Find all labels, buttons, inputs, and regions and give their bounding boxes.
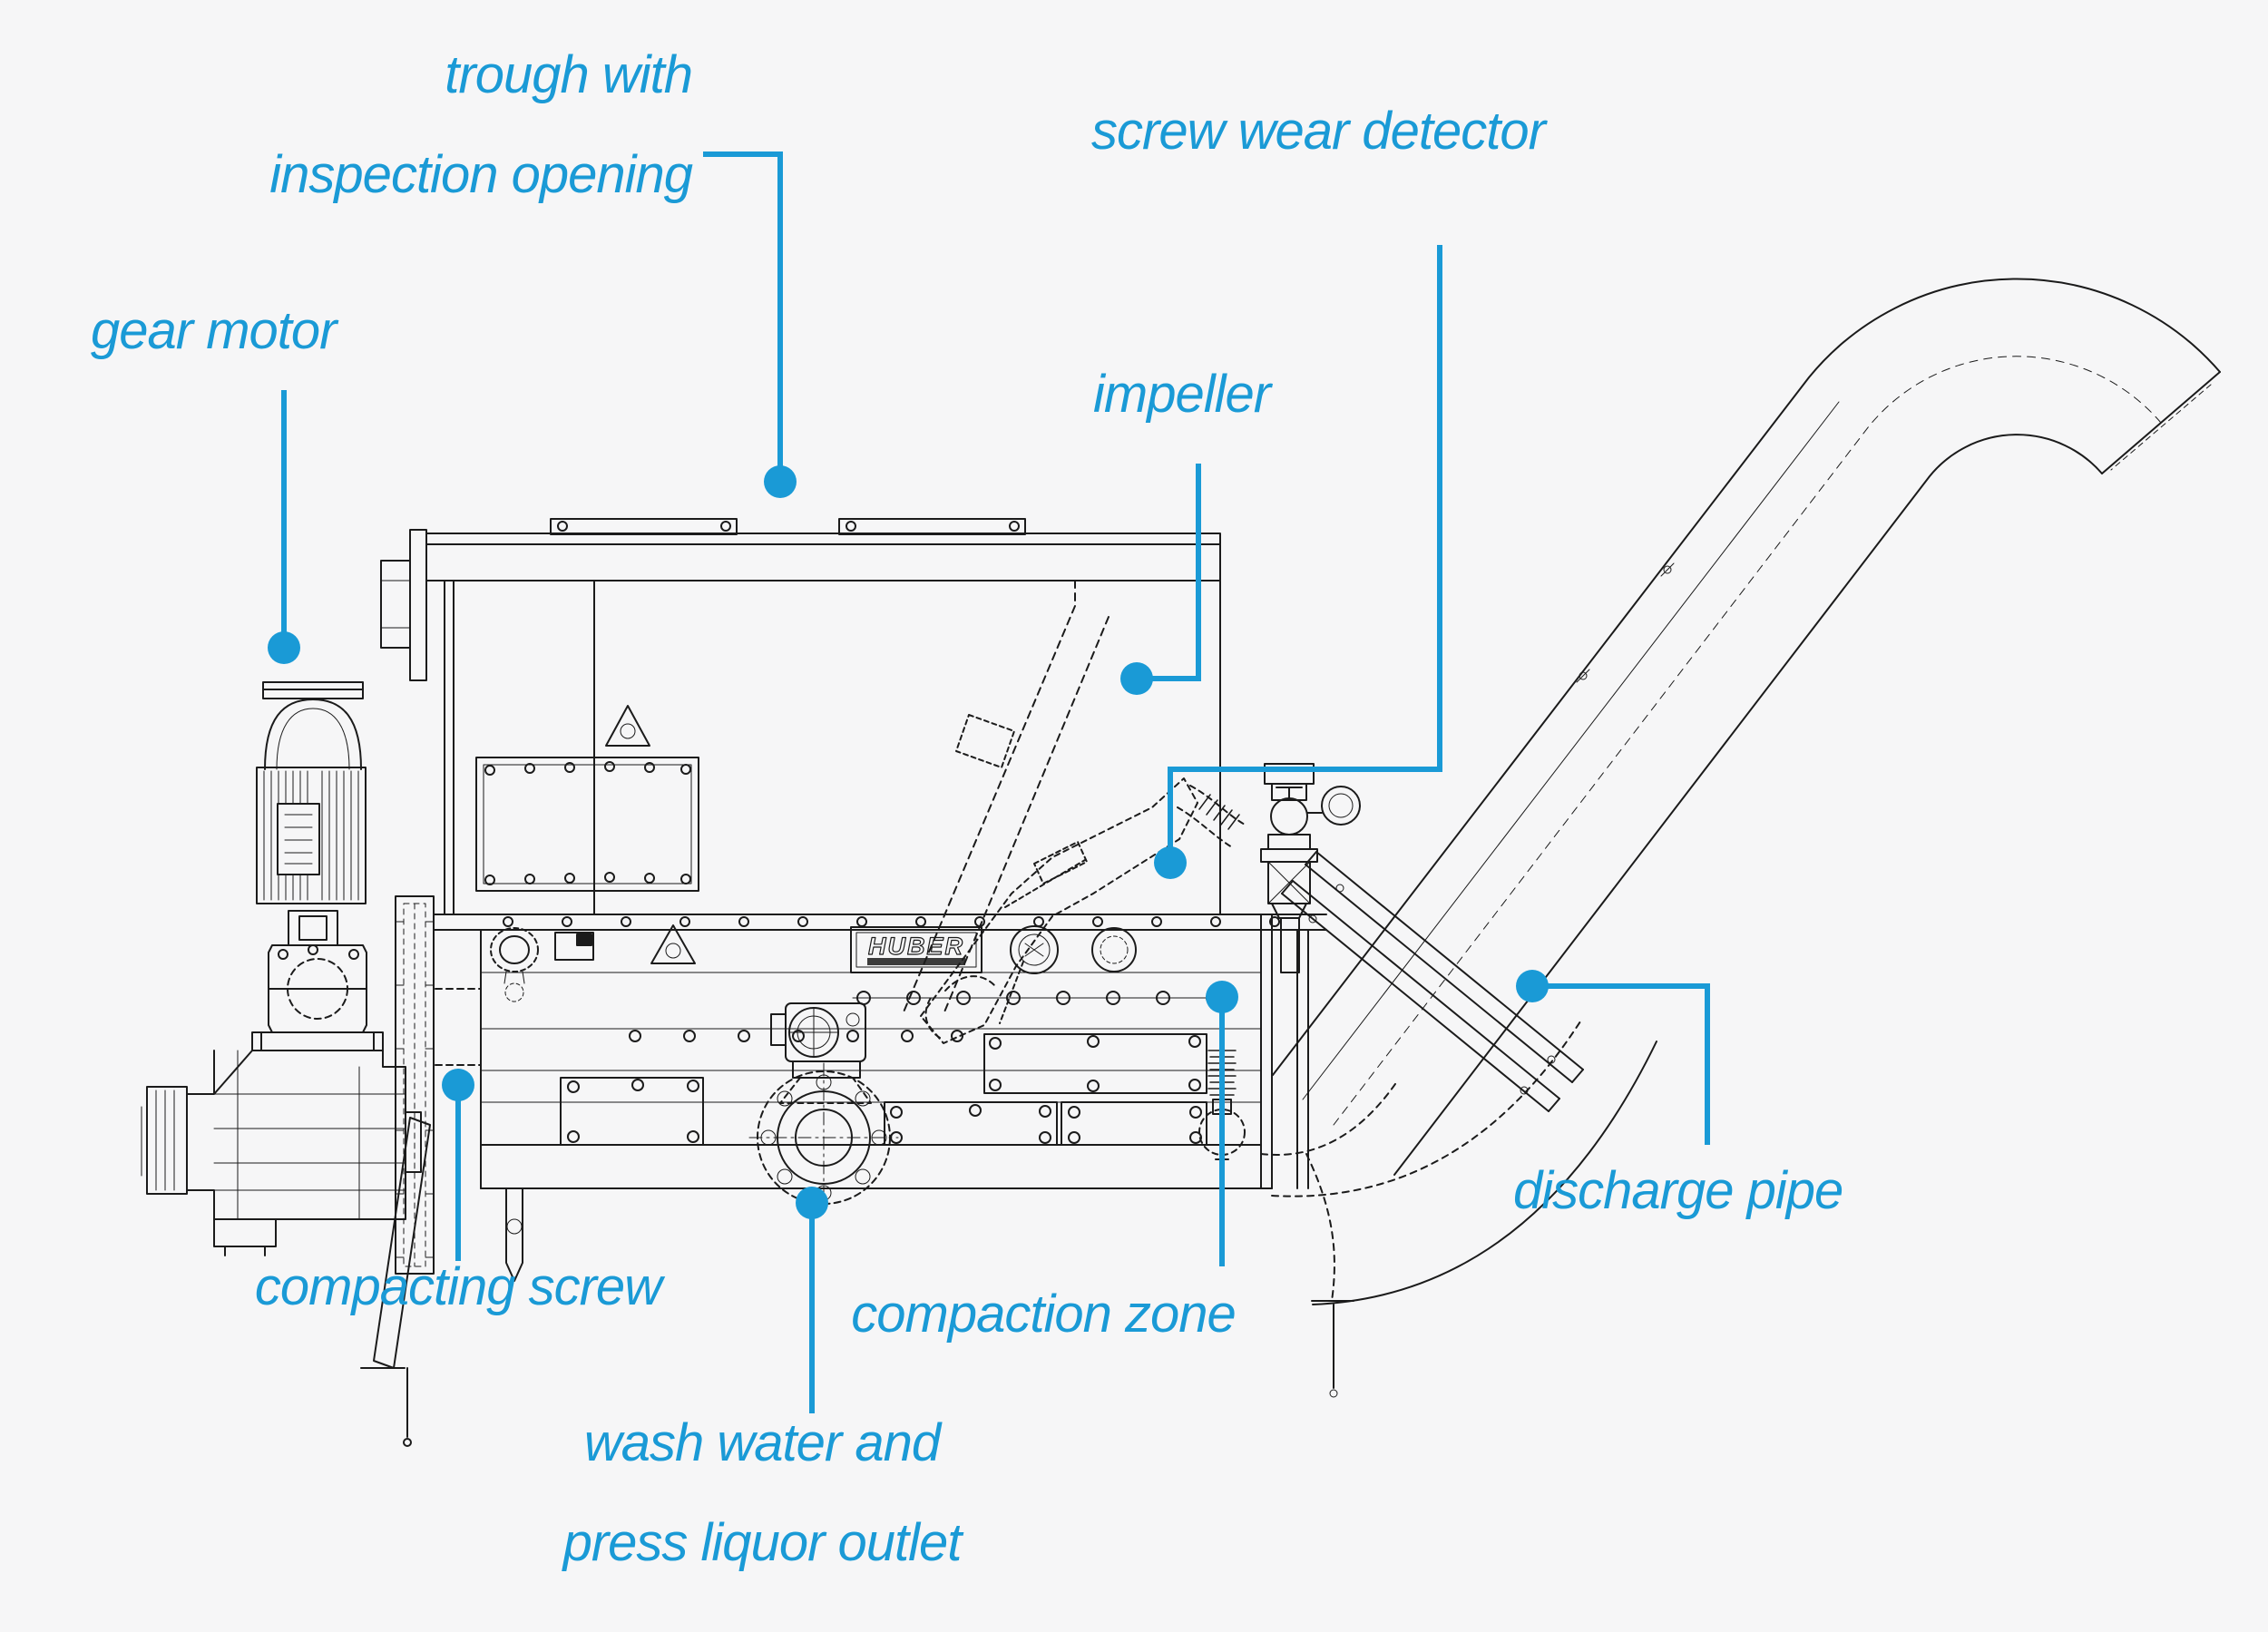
trough-drawing (380, 518, 1221, 1015)
leader-screw-wear-detector (1168, 245, 1442, 847)
screw-flange-plate-drawing (395, 895, 482, 1275)
leader-trough (703, 151, 783, 466)
bolted-panel (560, 1077, 704, 1146)
dot-compacting-screw (442, 1069, 474, 1101)
label-wash-water-line1: wash water and (583, 1413, 941, 1472)
dot-trough (764, 465, 797, 498)
dot-compaction-zone (1206, 981, 1238, 1013)
label-gear-motor: gear motor (91, 301, 337, 360)
leader-discharge-pipe (1548, 983, 1710, 1145)
impeller-housing-drawing (920, 777, 1198, 1044)
label-discharge-pipe: discharge pipe (1513, 1161, 1843, 1220)
support-strut-drawing (360, 1117, 431, 1447)
label-compaction-zone: compaction zone (851, 1285, 1236, 1344)
wear-detector-assembly-drawing (1177, 763, 1361, 973)
dot-discharge-pipe (1516, 970, 1549, 1002)
label-trough: trough with inspection opening (54, 25, 693, 225)
bolted-panel (884, 1101, 1058, 1146)
press-body-drawing (433, 914, 1327, 1282)
label-compacting-screw: compacting screw (254, 1257, 662, 1316)
inspection-panel-drawing (475, 757, 699, 892)
mid-bolt-row (629, 1030, 963, 1042)
label-impeller: impeller (1093, 365, 1271, 424)
dot-wash-water (796, 1187, 828, 1219)
dot-screw-wear-detector (1154, 846, 1187, 879)
bolted-panel (983, 1033, 1207, 1094)
discharge-pipe-drawing (1260, 278, 2221, 1398)
gearbox-drawing (141, 944, 422, 1256)
label-screw-wear-detector: screw wear detector (1091, 102, 1546, 161)
leader-impeller (1152, 464, 1201, 681)
label-wash-water: wash water and press liquor outlet (445, 1393, 1080, 1593)
label-wash-water-line2: press liquor outlet (562, 1513, 963, 1572)
flange-bolt-row (503, 916, 1280, 927)
wash-water-flange-drawing (748, 1002, 899, 1213)
label-trough-line2: inspection opening (269, 145, 693, 204)
dot-impeller (1120, 662, 1153, 695)
dot-gear-motor (268, 631, 300, 664)
brand-plate-text: HUBER (868, 933, 964, 960)
gear-motor-drawing (256, 681, 367, 955)
label-trough-line1: trough with (445, 45, 693, 104)
bolted-panel (1061, 1101, 1207, 1146)
warning-triangle-icon (605, 705, 650, 747)
brand-plate: HUBER (850, 926, 982, 973)
